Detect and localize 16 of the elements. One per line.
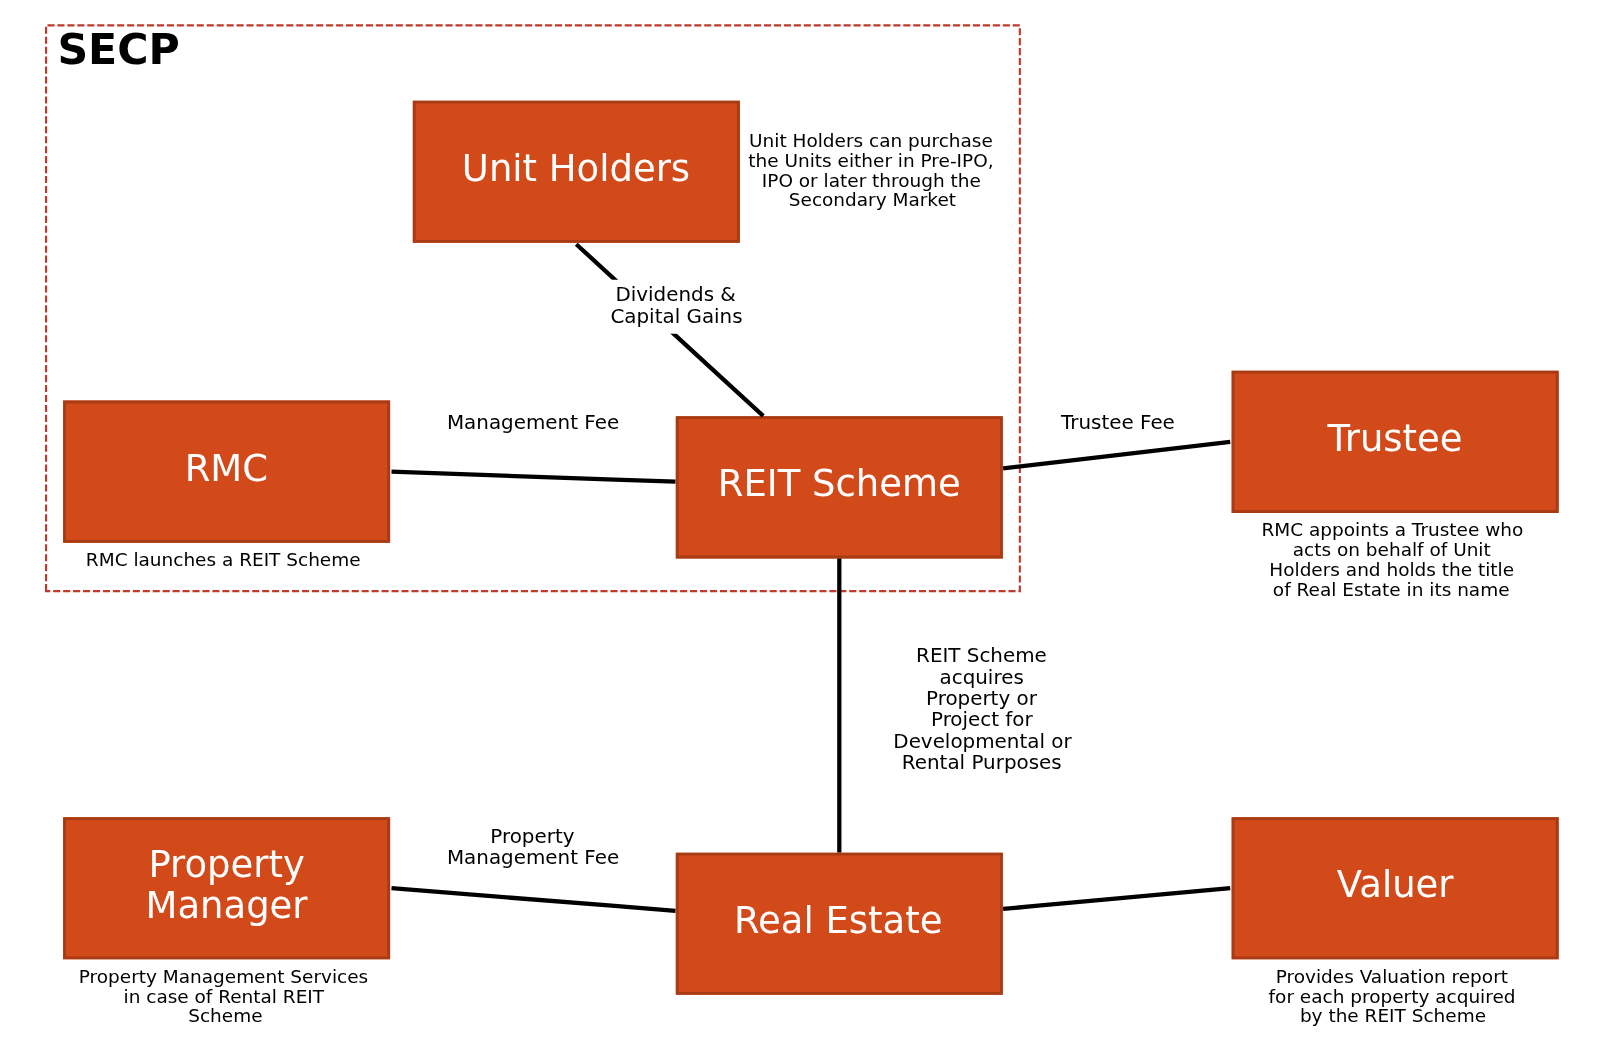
edge-label: Management Fee bbox=[446, 410, 619, 434]
connector bbox=[1002, 886, 1230, 912]
edge-label: Trustee Fee bbox=[1060, 410, 1175, 434]
node-label: RMC launches a REIT Scheme bbox=[85, 549, 361, 571]
node-label: Unit Holders can purchase the Units either in Pre-IPO, IPO or later through the Secondary Market bbox=[747, 129, 994, 211]
node-label: RMC appoints a Trustee who acts on behalf of Unit Holders and holds the title of Real Estate in its name bbox=[1261, 519, 1523, 600]
edge-label: Dividends & Capital Gains bbox=[609, 283, 743, 328]
connector bbox=[390, 886, 676, 913]
edge-label: Property Management Fee bbox=[446, 825, 619, 870]
node-label: Property Management Services in case of Rental REIT Scheme bbox=[78, 965, 368, 1027]
connector bbox=[574, 242, 765, 418]
node-label: Provides Valuation report for each property acquired by the REIT Scheme bbox=[1268, 965, 1516, 1027]
connector bbox=[390, 469, 676, 484]
edge-label: REIT Scheme acquires Property or Project for Developmental or Rental Purposes bbox=[892, 644, 1072, 775]
connector bbox=[836, 558, 841, 853]
connector bbox=[1002, 439, 1230, 471]
